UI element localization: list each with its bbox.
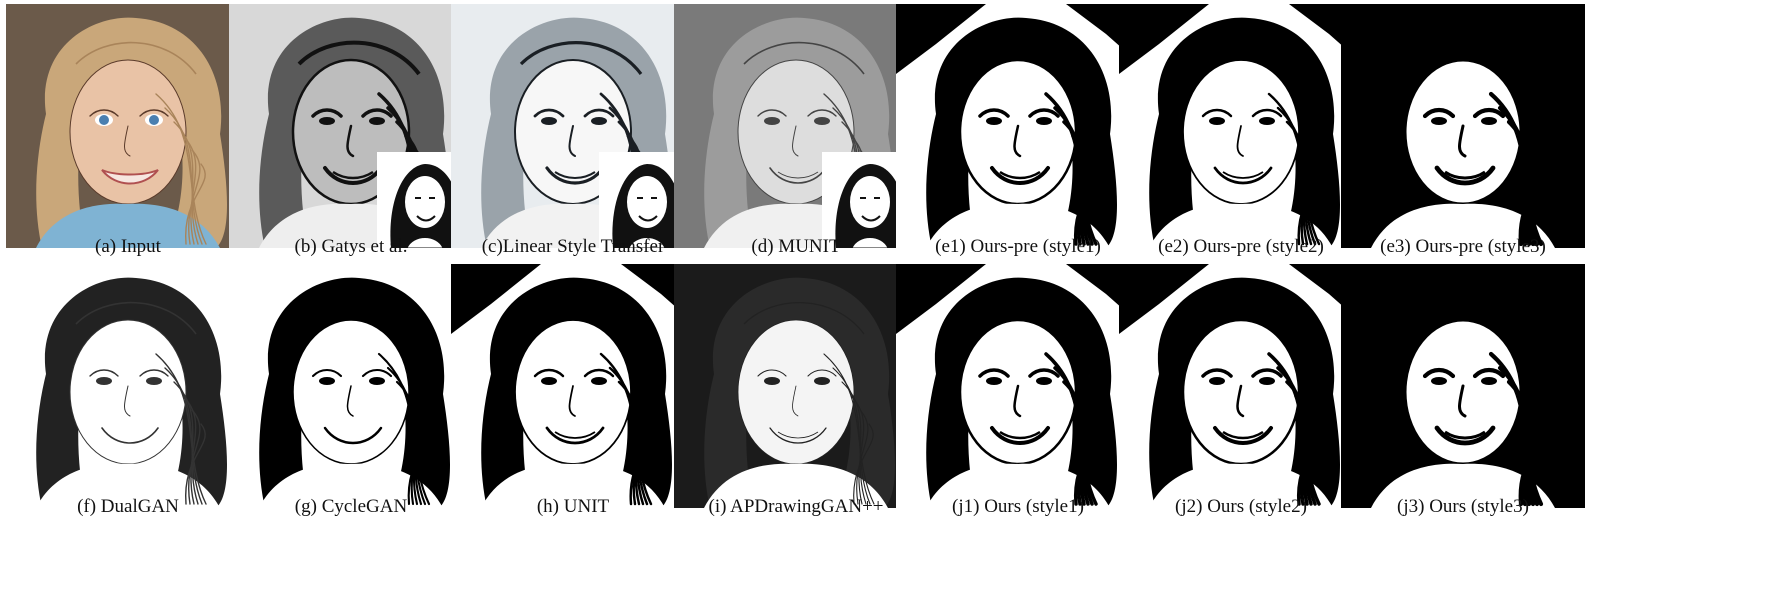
- panel-image: [451, 264, 695, 508]
- panel-input: (a) Input: [6, 4, 250, 257]
- panel-image: [451, 4, 695, 248]
- panel-image: [229, 264, 473, 508]
- panel-image: [229, 4, 473, 248]
- panel-ours-style1: (j1) Ours (style1): [896, 264, 1140, 517]
- panel-caption: (b) Gatys et al.: [294, 236, 408, 257]
- panel-caption: (c)Linear Style Transfer: [481, 236, 665, 257]
- portrait-drawing: [896, 4, 1140, 248]
- panel-cyclegan: (g) CycleGAN: [229, 264, 473, 517]
- panel-caption: (e1) Ours-pre (style1): [935, 236, 1101, 257]
- portrait-drawing: [1341, 264, 1585, 508]
- panel-image: [1119, 264, 1363, 508]
- panel-caption: (e3) Ours-pre (style3): [1380, 236, 1546, 257]
- panel-image: [1341, 4, 1585, 248]
- panel-image: [1119, 4, 1363, 248]
- portrait-drawing: [6, 4, 250, 248]
- panel-caption: (j3) Ours (style3): [1397, 496, 1529, 517]
- panel-caption: (g) CycleGAN: [294, 496, 408, 517]
- panel-munit: (d) MUNIT: [674, 4, 918, 257]
- portrait-drawing: [1341, 4, 1585, 248]
- panel-caption: (d) MUNIT: [751, 236, 841, 257]
- portrait-drawing: [6, 264, 250, 508]
- panel-image: [896, 264, 1140, 508]
- portrait-drawing: [1119, 264, 1363, 508]
- panel-image: [674, 264, 918, 508]
- panel-dualgan: (f) DualGAN: [6, 264, 250, 517]
- panel-ours-pre-style3: (e3) Ours-pre (style3): [1341, 4, 1585, 257]
- panel-image: [1341, 264, 1585, 508]
- panel-caption: (f) DualGAN: [77, 496, 179, 517]
- panel-unit: (h) UNIT: [451, 264, 695, 517]
- panel-ours-style3: (j3) Ours (style3): [1341, 264, 1585, 517]
- panel-ours-style2: (j2) Ours (style2): [1119, 264, 1363, 517]
- portrait-drawing: [896, 264, 1140, 508]
- panel-image: [674, 4, 918, 248]
- portrait-drawing: [451, 264, 695, 508]
- panel-caption: (j1) Ours (style1): [952, 496, 1084, 517]
- panel-caption: (e2) Ours-pre (style2): [1158, 236, 1324, 257]
- panel-ours-pre-style2: (e2) Ours-pre (style2): [1119, 4, 1363, 257]
- panel-image: [6, 264, 250, 508]
- panel-gatys: (b) Gatys et al.: [229, 4, 473, 257]
- portrait-drawing: [674, 264, 918, 508]
- panel-caption: (a) Input: [95, 236, 161, 257]
- panel-caption: (i) APDrawingGAN++: [708, 496, 884, 517]
- panel-image: [6, 4, 250, 248]
- panel-apdrawinggan: (i) APDrawingGAN++: [674, 264, 918, 517]
- panel-caption: (j2) Ours (style2): [1175, 496, 1307, 517]
- panel-image: [896, 4, 1140, 248]
- portrait-drawing: [1119, 4, 1363, 248]
- portrait-drawing: [229, 264, 473, 508]
- panel-ours-pre-style1: (e1) Ours-pre (style1): [896, 4, 1140, 257]
- panel-caption: (h) UNIT: [536, 496, 610, 517]
- panel-linear-style-transfer: (c)Linear Style Transfer: [451, 4, 695, 257]
